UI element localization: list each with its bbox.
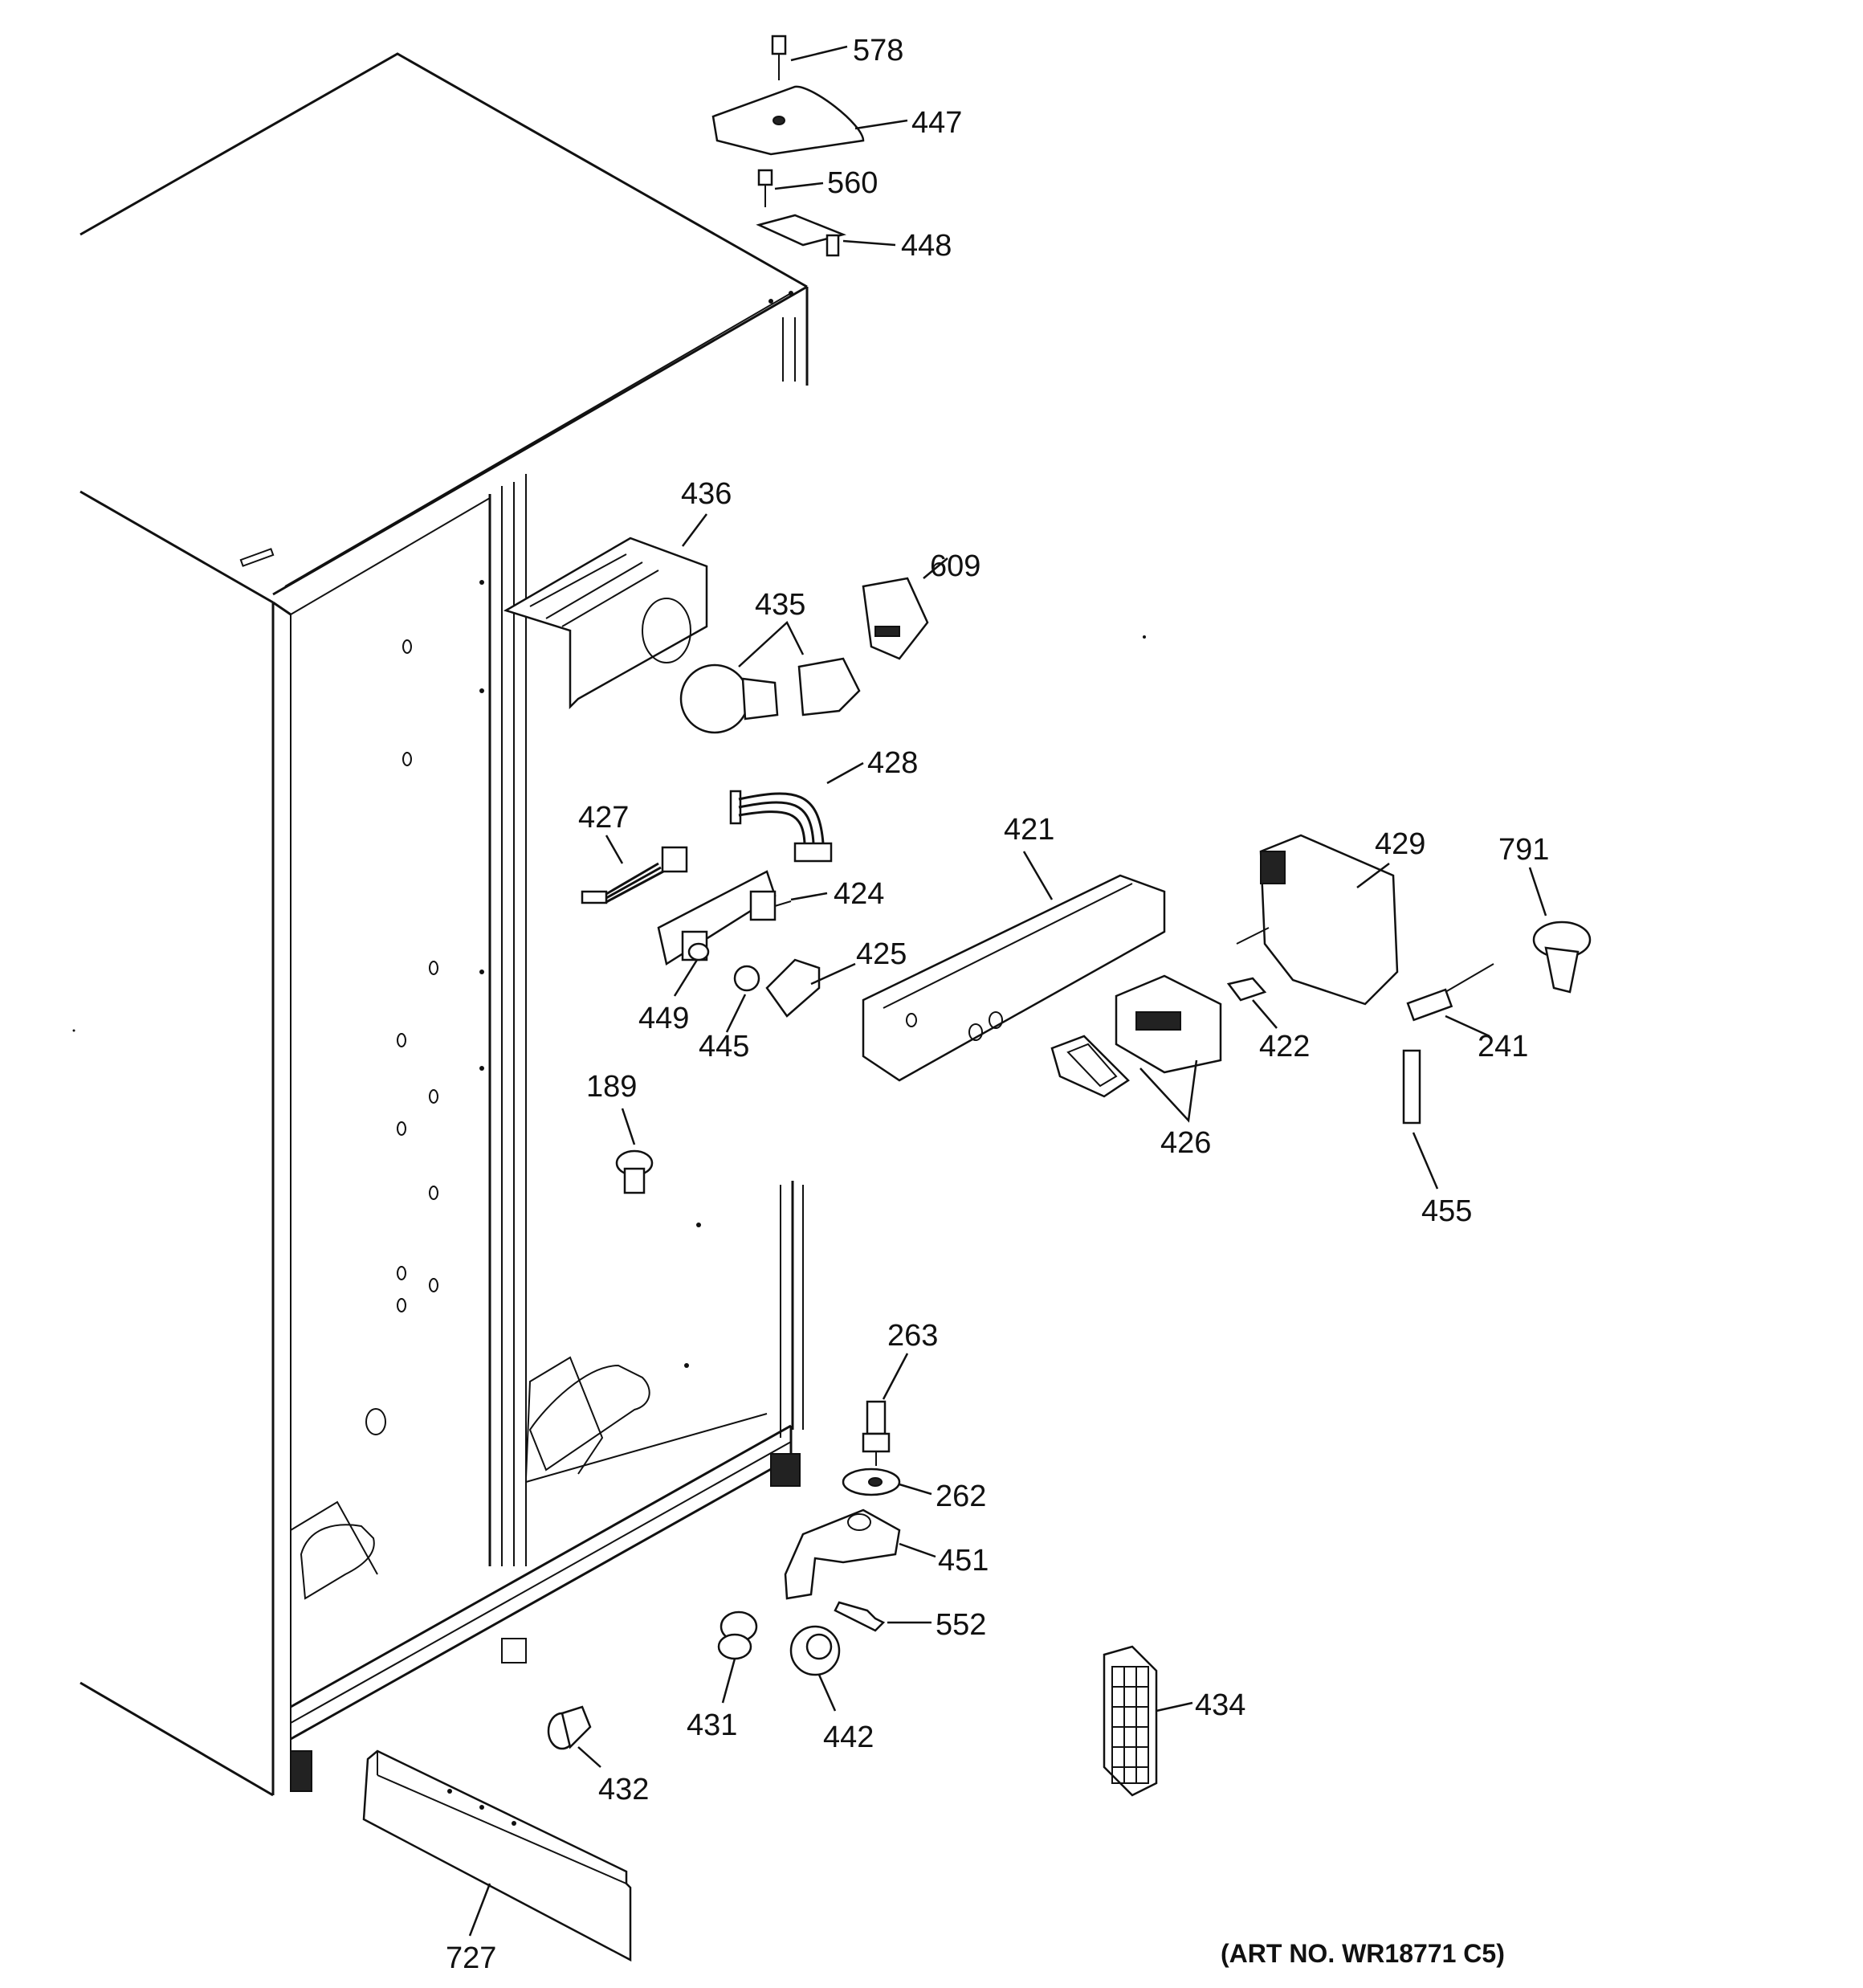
callout-445: 445 [699, 1030, 749, 1063]
screw-560 [757, 169, 773, 207]
callout-427: 427 [578, 801, 629, 835]
wire-harness-428 [729, 790, 833, 863]
leveling-leg-431 [717, 1610, 758, 1660]
callout-560: 560 [827, 166, 878, 200]
callout-578: 578 [853, 34, 903, 67]
leader-lines [468, 45, 1547, 1937]
light-socket-435 [797, 657, 861, 716]
callout-424: 424 [834, 877, 884, 911]
collar-445 [733, 965, 760, 992]
callout-436: 436 [681, 477, 732, 511]
light-shield-436 [503, 537, 708, 710]
switch-426 [1115, 974, 1222, 1074]
light-socket-609 [862, 577, 929, 660]
wire-harness-427 [581, 846, 688, 904]
cabinet-mounting-holes [397, 639, 438, 1312]
callout-421: 421 [1004, 813, 1054, 847]
callout-442: 442 [823, 1721, 874, 1754]
callout-426: 426 [1160, 1126, 1211, 1160]
callout-791: 791 [1498, 833, 1549, 867]
grille-434 [1103, 1645, 1158, 1797]
top-hinge-screw-578 [771, 35, 787, 80]
callout-727: 727 [446, 1941, 496, 1975]
callout-429: 429 [1375, 827, 1425, 861]
callout-189: 189 [586, 1070, 637, 1104]
thermistor-241 [1406, 963, 1494, 1022]
control-housing-421 [862, 874, 1166, 1082]
callout-434: 434 [1195, 1688, 1245, 1722]
shaft-449 [687, 942, 710, 961]
roller-442 [789, 1625, 841, 1676]
refrigerator-cabinet [79, 52, 809, 1797]
callout-428: 428 [867, 746, 918, 780]
temperature-control-424 [657, 870, 792, 966]
knob-425 [765, 958, 821, 1018]
washer-262 [842, 1468, 901, 1496]
callout-449: 449 [638, 1002, 689, 1035]
callout-432: 432 [598, 1773, 649, 1806]
screw-552 [834, 1601, 886, 1632]
control-cover-429 [1236, 834, 1399, 1006]
callout-241: 241 [1478, 1030, 1528, 1063]
cap-432 [547, 1705, 592, 1750]
art-number: (ART NO. WR18771 C5) [1221, 1939, 1505, 1968]
top-hinge-448 [756, 214, 846, 257]
callout-262: 262 [936, 1480, 986, 1513]
sensor-455 [1402, 1049, 1421, 1125]
callout-263: 263 [887, 1319, 938, 1353]
callout-422: 422 [1259, 1030, 1310, 1063]
light-bulb-435 [679, 663, 779, 734]
light-bulb-791 [1532, 921, 1592, 994]
switch-422 [1226, 977, 1267, 1002]
callout-455: 455 [1421, 1194, 1472, 1228]
plug-189 [615, 1149, 654, 1194]
hinge-pin-263 [862, 1400, 891, 1466]
kickplate-727 [362, 1749, 632, 1962]
bezel-426 [1050, 1035, 1130, 1098]
callout-435: 435 [755, 588, 805, 622]
callout-431: 431 [687, 1708, 737, 1742]
top-hinge-cover-447 [711, 85, 865, 156]
callout-609: 609 [930, 549, 980, 583]
callout-425: 425 [856, 937, 907, 971]
callout-451: 451 [938, 1544, 989, 1578]
callout-labels: 578 447 560 448 436 609 435 428 427 424 … [446, 34, 1549, 1975]
callout-447: 447 [911, 106, 962, 140]
callout-448: 448 [901, 229, 952, 263]
bottom-hinge-451 [784, 1508, 901, 1600]
callout-552: 552 [936, 1608, 986, 1642]
